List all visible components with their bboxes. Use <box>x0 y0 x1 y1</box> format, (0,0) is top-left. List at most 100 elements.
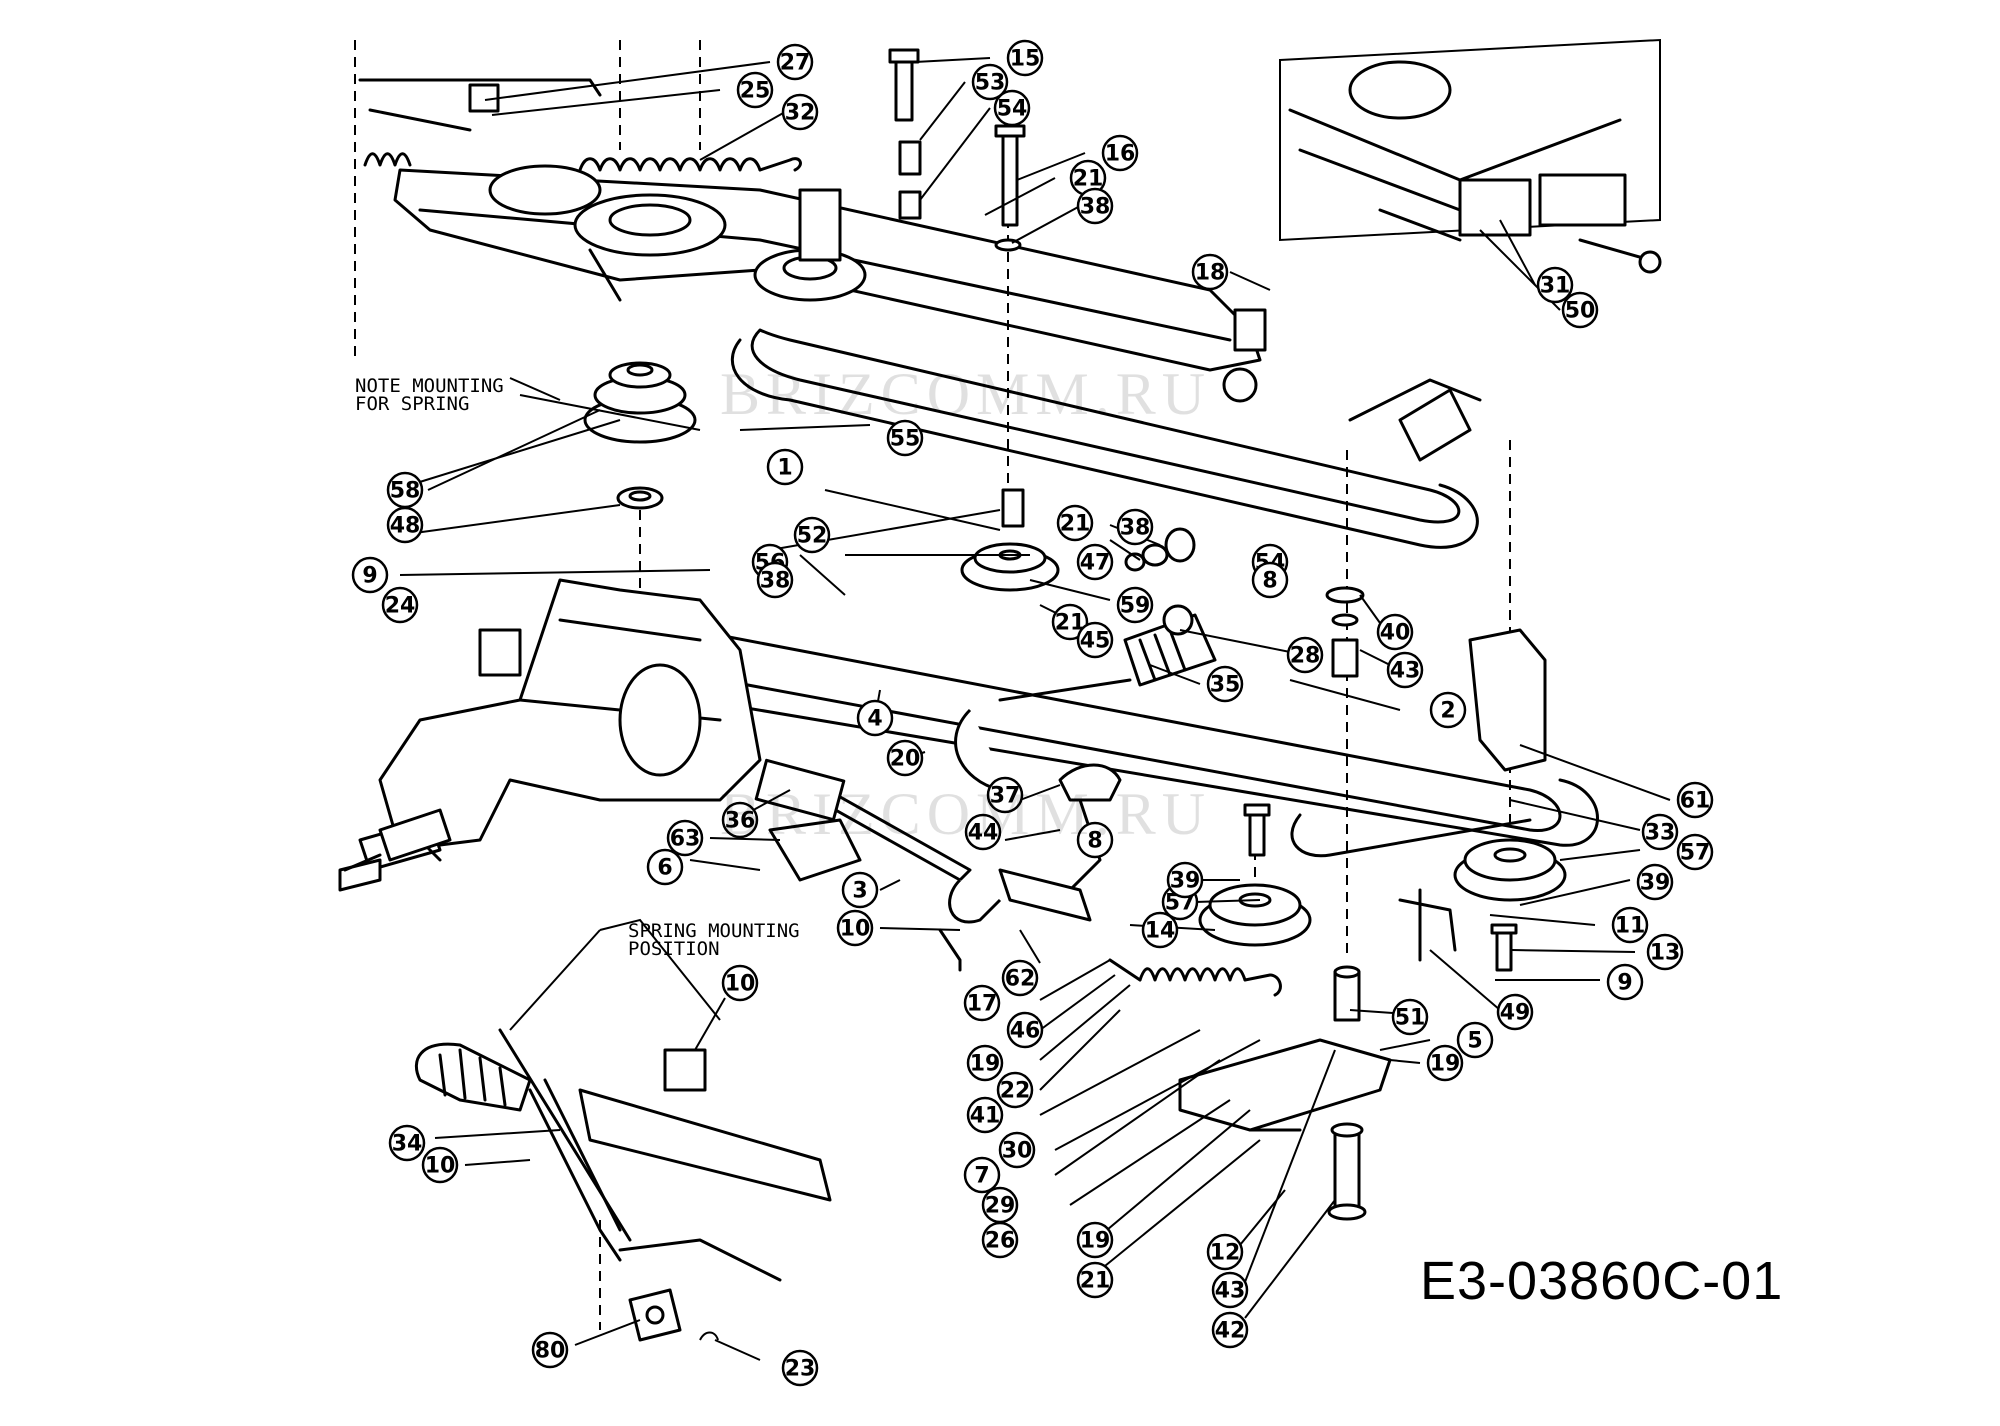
grip-34 <box>414 1042 532 1112</box>
callout-39: 39 <box>1166 861 1204 899</box>
callout-circle <box>1056 504 1094 542</box>
pulley-58 <box>583 361 697 444</box>
callout-circle <box>1006 39 1044 77</box>
spacer-54 <box>898 190 922 220</box>
callout-number: 38 <box>1120 516 1151 541</box>
pedal-shaft-3 <box>754 758 1002 972</box>
callout-number: 8 <box>1262 569 1277 594</box>
callout-number: 7 <box>974 1164 989 1189</box>
callout-21: 21 <box>1076 1261 1114 1299</box>
callout-circle <box>986 776 1024 814</box>
callout-55: 55 <box>886 419 924 457</box>
callout-34: 34 <box>388 1124 426 1162</box>
link-62 <box>998 868 1092 922</box>
nut-28 <box>1162 604 1194 636</box>
callout-circle <box>1606 963 1644 1001</box>
mounting-note: NOTE MOUNTING FOR SPRING <box>355 375 504 415</box>
callout-circle <box>856 699 894 737</box>
callout-7: 7 <box>963 1156 1001 1194</box>
callout-30: 30 <box>998 1131 1036 1169</box>
bracket-61 <box>1468 628 1547 772</box>
callout-circle <box>1611 906 1649 944</box>
callout-number: 59 <box>1120 594 1151 619</box>
upper-frame-assembly <box>354 40 1267 403</box>
callout-circle <box>421 1146 459 1184</box>
spacer-43 <box>1333 965 1361 1022</box>
callout-28: 28 <box>1286 636 1324 674</box>
callout-number: 40 <box>1380 621 1411 646</box>
callout-circle <box>766 448 804 486</box>
callout-17: 17 <box>963 984 1001 1022</box>
inset-bottom-left <box>414 1028 832 1342</box>
callout-number: 10 <box>725 972 756 997</box>
callout-38: 38 <box>1116 508 1154 546</box>
callout-circle <box>1456 1021 1494 1059</box>
callout-circle <box>1116 508 1154 546</box>
callout-circle <box>1376 613 1414 651</box>
callout-number: 35 <box>1210 673 1241 698</box>
callout-49: 49 <box>1496 993 1534 1031</box>
watermark: BRIZCOMM.RU <box>720 781 1212 847</box>
callout-circle <box>998 1131 1036 1169</box>
callout-circle <box>886 419 924 457</box>
callout-25: 25 <box>736 71 774 109</box>
callout-number: 9 <box>1617 971 1632 996</box>
bolt-15 <box>888 48 920 122</box>
callout-number: 50 <box>1565 299 1596 324</box>
callout-43: 43 <box>1386 651 1424 689</box>
callout-circle <box>386 506 424 544</box>
mounting-note-line1: NOTE MOUNTING <box>355 375 504 397</box>
callout-circle <box>964 813 1002 851</box>
callout-37: 37 <box>986 776 1024 814</box>
pulley-57-right <box>1453 838 1567 902</box>
callout-circle <box>736 71 774 109</box>
callout-circle <box>1116 586 1154 624</box>
callout-circle <box>756 561 794 599</box>
callout-circle <box>1286 636 1324 674</box>
callout-number: 15 <box>1010 47 1041 72</box>
idler-bracket <box>798 188 842 262</box>
callout-circle <box>1206 1233 1244 1271</box>
callout-number: 26 <box>985 1229 1016 1254</box>
callout-circle <box>1006 1011 1044 1049</box>
callout-circle <box>666 819 704 857</box>
callout-circle <box>721 964 759 1002</box>
callout-22: 22 <box>996 1071 1034 1109</box>
callout-number: 62 <box>1005 967 1036 992</box>
callout-number: 31 <box>1540 274 1571 299</box>
callout-15: 15 <box>1006 39 1044 77</box>
callout-33: 33 <box>1641 813 1679 851</box>
callout-number: 5 <box>1467 1029 1482 1054</box>
callout-19: 19 <box>1076 1221 1114 1259</box>
callout-41: 41 <box>966 1096 1004 1134</box>
spacer-52 <box>1001 488 1025 528</box>
callout-62: 62 <box>1001 959 1039 997</box>
callout-80: 80 <box>531 1331 569 1369</box>
callout-number: 34 <box>392 1132 423 1157</box>
axle-shaft <box>343 808 452 872</box>
callout-59: 59 <box>1116 586 1154 624</box>
callout-57: 57 <box>1676 833 1714 871</box>
callout-number: 44 <box>968 821 999 846</box>
callout-18: 18 <box>1191 253 1229 291</box>
callout-number: 28 <box>1290 644 1321 669</box>
callout-38: 38 <box>1076 187 1114 225</box>
callout-21: 21 <box>1069 159 1107 197</box>
callout-circle <box>1496 993 1534 1031</box>
callout-number: 16 <box>1105 142 1136 167</box>
callout-6: 6 <box>646 848 684 886</box>
spring-note-line2: POSITION <box>628 938 720 960</box>
callout-circle <box>836 909 874 947</box>
callout-circle <box>1076 821 1114 859</box>
callout-number: 32 <box>785 101 816 126</box>
callout-circle <box>966 1044 1004 1082</box>
callout-58: 58 <box>386 471 424 509</box>
callout-number: 23 <box>785 1357 816 1382</box>
callout-43: 43 <box>1211 1271 1249 1309</box>
callout-circle <box>1141 911 1179 949</box>
callout-10: 10 <box>421 1146 459 1184</box>
callout-14: 14 <box>1141 911 1179 949</box>
callout-39: 39 <box>1636 863 1674 901</box>
callout-circle <box>971 63 1009 101</box>
